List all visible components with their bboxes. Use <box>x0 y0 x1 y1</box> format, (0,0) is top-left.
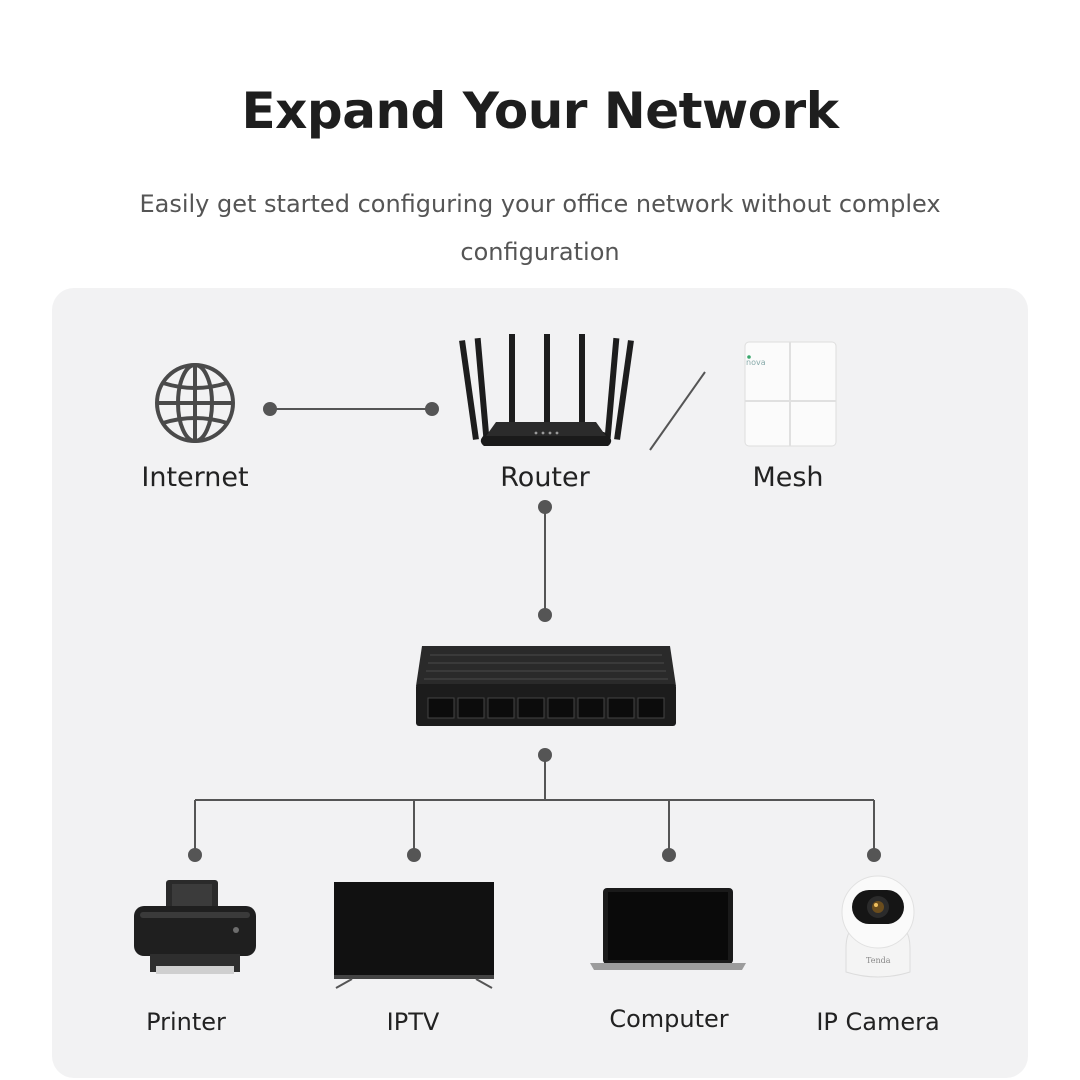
tv-icon <box>334 882 494 989</box>
printer-icon <box>134 880 256 974</box>
node-label-mesh: Mesh <box>752 462 824 493</box>
node-label-printer: Printer <box>146 1008 226 1036</box>
dot <box>538 748 552 762</box>
dot <box>662 848 676 862</box>
laptop-icon <box>590 888 746 970</box>
dot <box>263 402 277 416</box>
node-label-computer: Computer <box>609 1005 729 1033</box>
globe-icon <box>155 363 235 443</box>
page-title: Expand Your Network <box>241 82 839 140</box>
dot <box>867 848 881 862</box>
node-label-router: Router <box>500 462 590 493</box>
dot <box>407 848 421 862</box>
connector-dots <box>188 402 881 862</box>
dot <box>538 500 552 514</box>
switch-vents <box>424 654 668 680</box>
dot <box>188 848 202 862</box>
node-label-iptv: IPTV <box>386 1008 440 1036</box>
switch-icon <box>416 646 676 726</box>
connectors <box>194 371 875 855</box>
page-subtitle: Easily get started configuring your offi… <box>139 190 941 266</box>
camera-logo-text: Tenda <box>866 956 891 965</box>
ip-camera-icon <box>841 875 915 978</box>
mesh-node-icon <box>744 341 837 447</box>
mesh-logo-text: nova <box>746 358 766 367</box>
dot <box>538 608 552 622</box>
node-label-internet: Internet <box>141 462 249 493</box>
node-label-ip-camera: IP Camera <box>816 1008 940 1036</box>
dot <box>425 402 439 416</box>
router-icon <box>459 334 634 446</box>
switch-ports <box>427 697 665 719</box>
connector-router-mesh <box>649 371 706 451</box>
